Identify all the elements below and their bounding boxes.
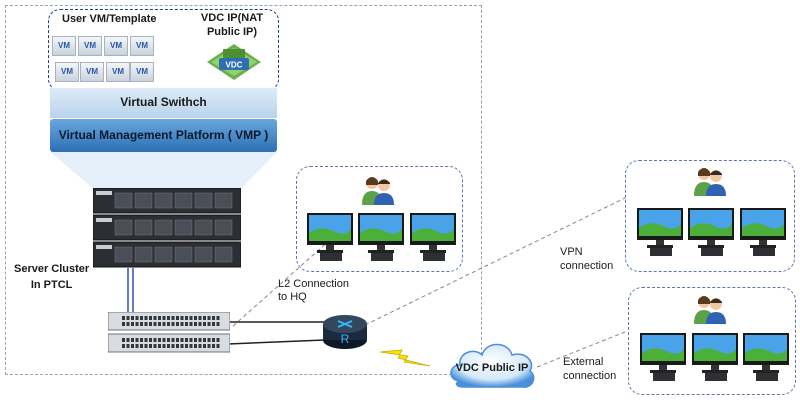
router-icon: R: [322, 312, 368, 350]
router-label: R: [341, 332, 350, 346]
cloud-label: VDC Public IP: [455, 362, 529, 374]
desktop-monitor-icon: [688, 208, 734, 258]
vmp-label: Virtual Management Platform ( VMP ): [58, 128, 269, 142]
datacenter-boundary: [5, 5, 482, 375]
virtual-switch-label: Virtual Swithch: [120, 95, 207, 109]
server-cluster-label: Server Cluster In PTCL: [14, 263, 90, 291]
desktop-monitor-icon: [410, 213, 456, 263]
vm-box: VM: [80, 62, 104, 82]
desktop-monitor-icon: [692, 333, 738, 383]
vdc-public-ip-cloud: [446, 337, 538, 393]
vm-box: VM: [55, 62, 79, 82]
users-icon: [692, 294, 728, 324]
vpn-connection-label: VPN connection: [560, 246, 614, 272]
vdc-ip-title: VDC IP(NAT Public IP): [200, 12, 264, 38]
desktop-monitor-icon: [358, 213, 404, 263]
external-connection-label: External connection: [563, 356, 617, 382]
vmp-bar: [50, 119, 277, 152]
vpn-site: [625, 160, 795, 272]
vm-box: VM: [106, 62, 130, 82]
desktop-monitor-icon: [740, 208, 786, 258]
external-site: [628, 287, 796, 395]
vm-box: VM: [78, 36, 102, 56]
vm-box: VM: [52, 36, 76, 56]
desktop-monitor-icon: [637, 208, 683, 258]
vm-box: VM: [104, 36, 128, 56]
vdc-badge-icon: VDC: [207, 44, 261, 80]
l2-connection-label: L2 Connection to HQ: [278, 278, 349, 303]
vm-box: VM: [130, 62, 154, 82]
desktop-monitor-icon: [307, 213, 353, 263]
vm-box: VM: [130, 36, 154, 56]
vm-template-title: User VM/Template: [62, 13, 157, 25]
hq-site: [296, 166, 463, 272]
virtual-switch-bar: [50, 88, 277, 118]
server-rack: [92, 187, 242, 270]
network-switch-stack: [107, 311, 231, 354]
users-icon: [360, 175, 396, 205]
vdc-badge-label: VDC: [226, 61, 243, 70]
desktop-monitor-icon: [640, 333, 686, 383]
desktop-monitor-icon: [743, 333, 789, 383]
users-icon: [692, 166, 728, 196]
